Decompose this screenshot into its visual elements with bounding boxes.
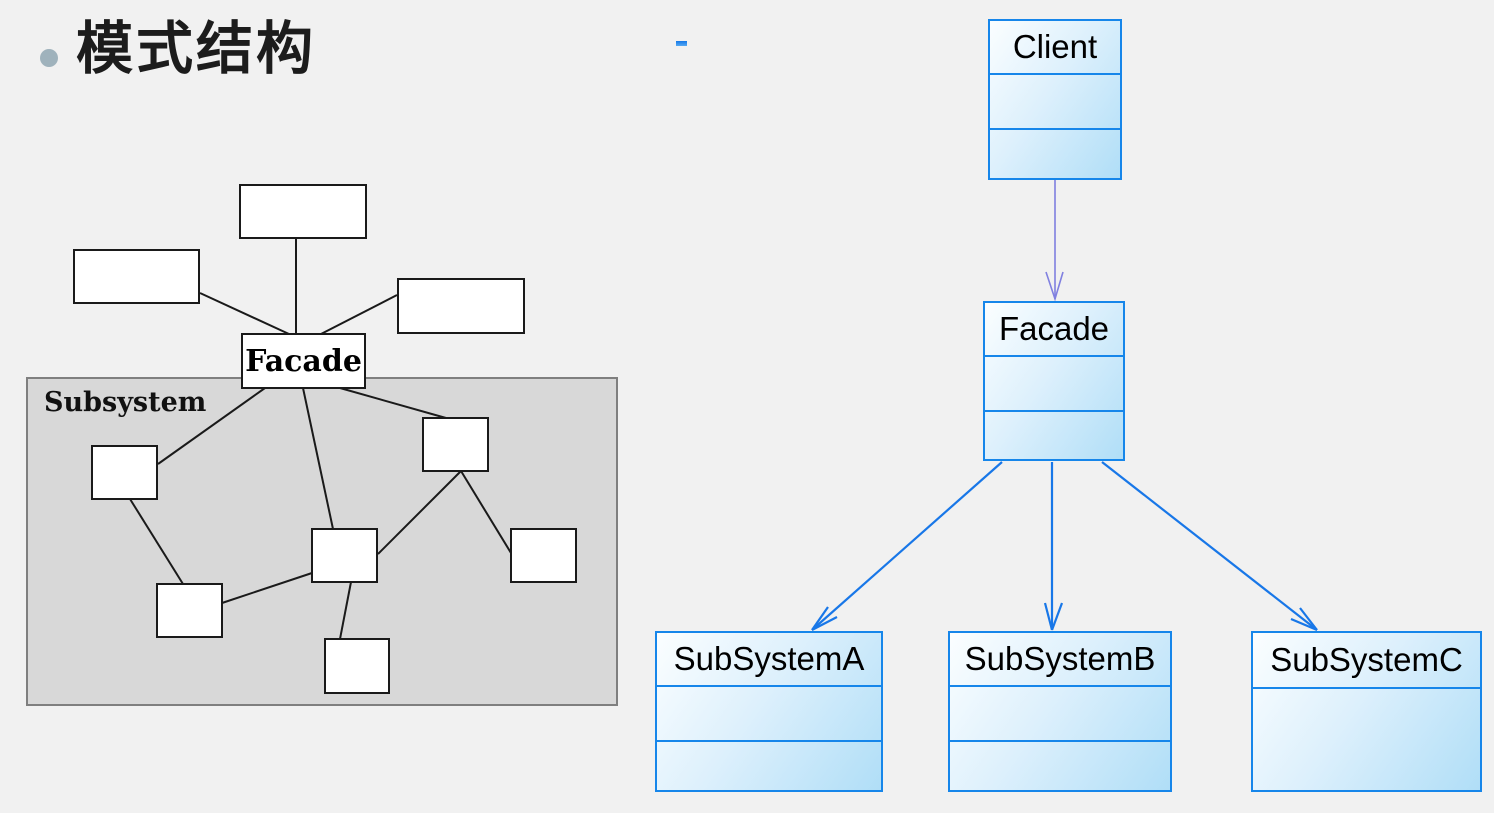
- facade-subsystemb-arrowhead-1: [1043, 602, 1054, 631]
- uml-class-client-operations: [990, 130, 1120, 178]
- text-cursor-dash: [676, 41, 687, 46]
- uml-class-subsystemb-operations: [950, 742, 1170, 790]
- facade-subsystemc-arrow: [1101, 461, 1318, 631]
- bullet-icon: [40, 49, 58, 67]
- uml-class-subsystemb-title: SubSystemB: [950, 633, 1170, 687]
- facade-node: Facade: [241, 333, 366, 389]
- subsystem-node-2: [422, 417, 489, 472]
- facade-subsystemc-arrowhead-2: [1290, 617, 1318, 632]
- uml-class-subsystemb-attributes: [950, 687, 1170, 742]
- subsystem-node-4: [510, 528, 577, 583]
- uml-class-subsystema: SubSystemA: [655, 631, 883, 792]
- facade-subsystema-arrowhead-2: [811, 606, 829, 631]
- connector-leftbox-facade: [199, 292, 290, 335]
- uml-class-subsystema-attributes: [657, 687, 881, 742]
- connector-rightbox-facade: [320, 294, 398, 335]
- uml-class-subsystemc-body: [1253, 689, 1480, 790]
- uml-class-facade-operations: [985, 412, 1123, 459]
- uml-class-facade-title: Facade: [985, 303, 1123, 357]
- subsystem-node-5: [156, 583, 223, 638]
- uml-class-subsystema-title: SubSystemA: [657, 633, 881, 687]
- uml-class-client: Client: [988, 19, 1122, 180]
- facade-subsystema-arrow: [811, 461, 1003, 631]
- page-title: 模式结构: [76, 15, 316, 82]
- uml-class-subsystema-operations: [657, 742, 881, 790]
- facade-subsystema-arrowhead-1: [811, 616, 838, 631]
- outer-node-left: [73, 249, 200, 304]
- outer-node-top: [239, 184, 367, 239]
- uml-class-subsystemc-title: SubSystemC: [1253, 633, 1480, 689]
- facade-node-label: Facade: [245, 343, 362, 379]
- subsystem-node-6: [324, 638, 390, 694]
- client-facade-arrowhead: [1045, 271, 1064, 302]
- uml-class-client-title: Client: [990, 21, 1120, 75]
- uml-class-facade-attributes: [985, 357, 1123, 412]
- subsystem-panel-label: Subsystem: [44, 387, 207, 418]
- subsystem-node-1: [91, 445, 158, 500]
- uml-class-facade: Facade: [983, 301, 1125, 461]
- facade-subsystemc-arrowhead-1: [1299, 607, 1318, 631]
- facade-subsystemb-arrowhead-2: [1050, 602, 1064, 631]
- uml-class-client-attributes: [990, 75, 1120, 130]
- uml-class-subsystemc: SubSystemC: [1251, 631, 1482, 792]
- uml-class-subsystemb: SubSystemB: [948, 631, 1172, 792]
- outer-node-right: [397, 278, 525, 334]
- subsystem-node-3: [311, 528, 378, 583]
